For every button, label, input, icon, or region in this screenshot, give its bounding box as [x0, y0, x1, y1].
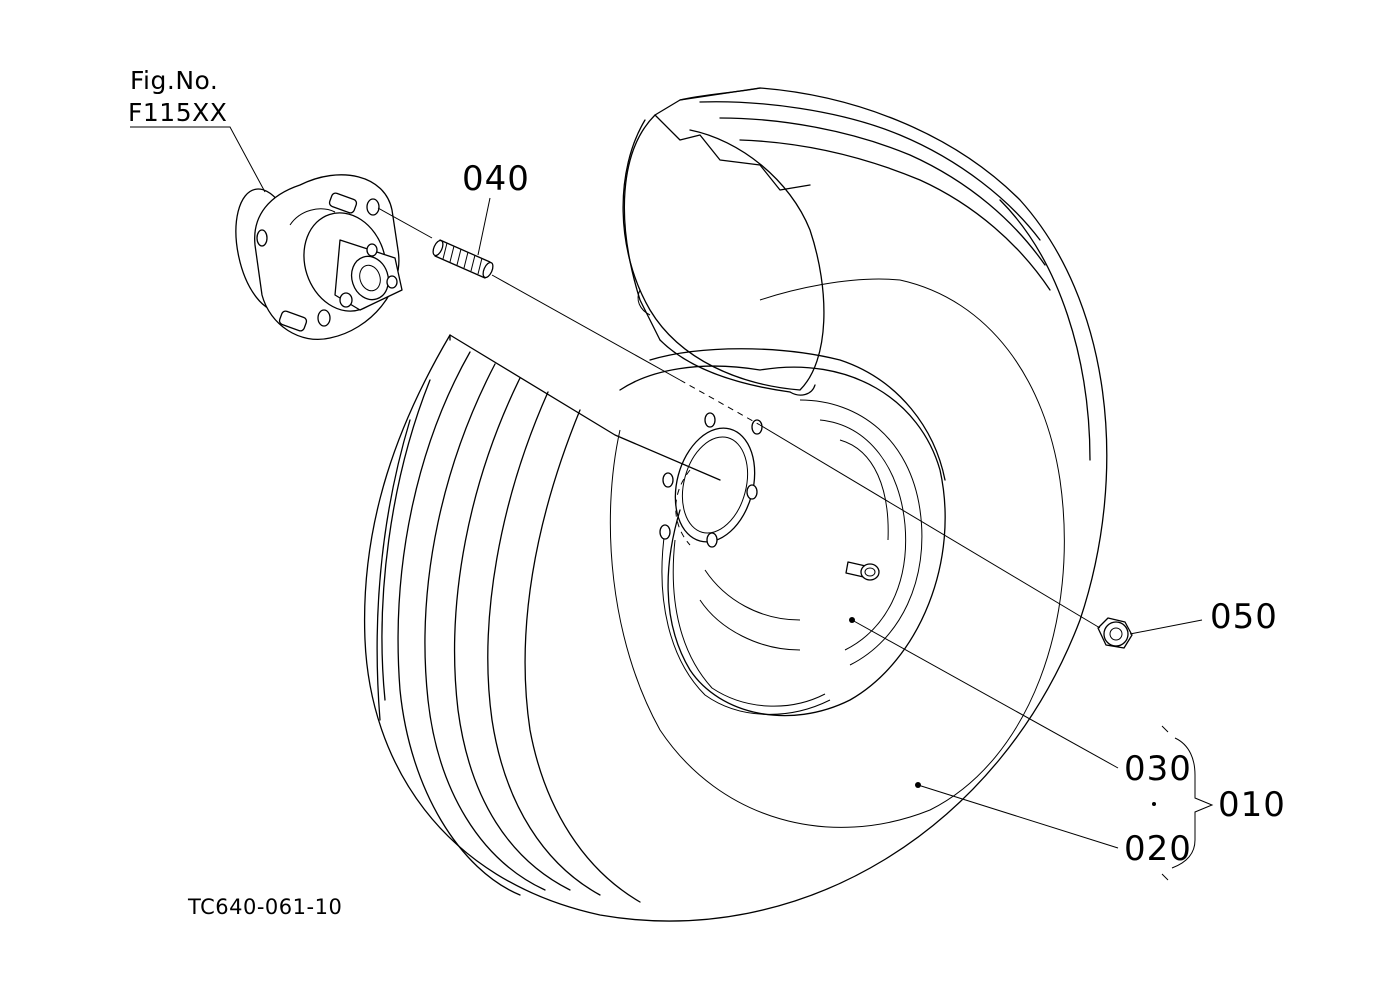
- figure-ref-leader: [130, 126, 266, 193]
- figure-ref-line1: Fig.No.: [130, 66, 219, 95]
- figure-ref-line2: F115XX: [128, 98, 228, 127]
- wheel-stud: [432, 239, 494, 279]
- tire: [363, 87, 1108, 922]
- callout-020: 020: [1124, 829, 1192, 869]
- callout-050: 050: [1210, 597, 1278, 637]
- rim-leader: [851, 619, 1119, 769]
- wheel-hub: [235, 174, 403, 340]
- wheel-nut: [1097, 617, 1133, 649]
- nut-leader: [1129, 619, 1203, 635]
- callout-040: 040: [462, 159, 530, 199]
- hidden-axis-line: [679, 379, 761, 426]
- tire-leader: [917, 784, 1119, 849]
- drawing-code: TC640-061-10: [188, 895, 343, 919]
- rim: [619, 348, 946, 717]
- assembly-bracket: [1152, 725, 1214, 881]
- callout-030: 030: [1124, 749, 1192, 789]
- callout-010: 010: [1218, 785, 1286, 825]
- assembly-axis-line: [377, 207, 681, 381]
- stud-leader: [477, 197, 491, 256]
